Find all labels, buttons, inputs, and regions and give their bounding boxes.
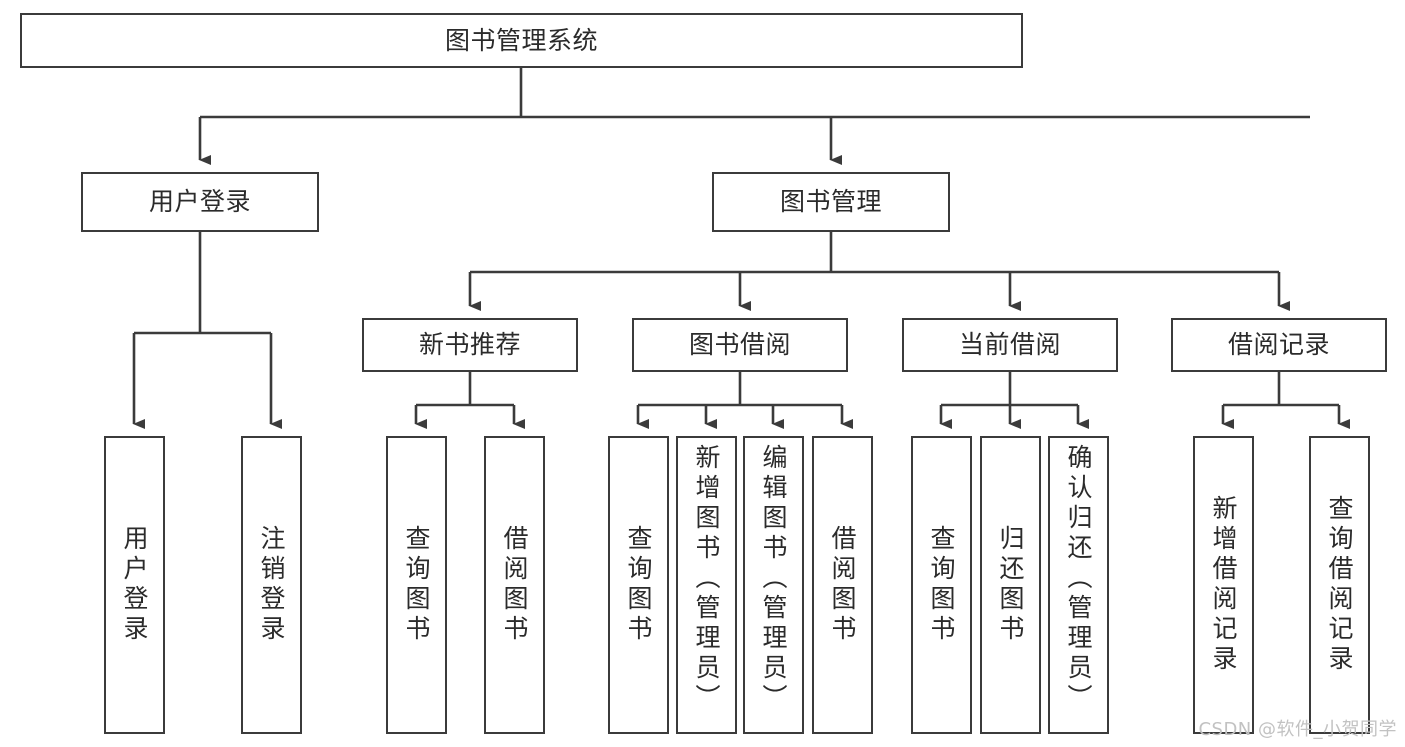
node-root[interactable]: 图书管理系统	[20, 13, 1023, 68]
node-leaf-confirm-return[interactable]: 确认归还（管理员）	[1048, 436, 1109, 734]
node-leaf-query-book-3[interactable]: 查询图书	[911, 436, 972, 734]
node-leaf-query-book-3-label: 查询图书	[927, 525, 956, 645]
node-leaf-query-book-1-label: 查询图书	[402, 525, 431, 645]
node-leaf-borrow-book-1[interactable]: 借阅图书	[484, 436, 545, 734]
node-borrow-record[interactable]: 借阅记录	[1171, 318, 1387, 372]
node-user-login[interactable]: 用户登录	[81, 172, 319, 232]
node-root-label: 图书管理系统	[444, 25, 598, 55]
node-leaf-query-record-label: 查询借阅记录	[1325, 495, 1354, 675]
node-current-borrow-label: 当前借阅	[958, 330, 1061, 359]
node-borrow-record-label: 借阅记录	[1227, 330, 1330, 359]
node-book-manage[interactable]: 图书管理	[712, 172, 950, 232]
node-leaf-logout-label: 注销登录	[257, 525, 286, 645]
node-leaf-borrow-book-1-label: 借阅图书	[500, 525, 529, 645]
node-leaf-edit-book[interactable]: 编辑图书（管理员）	[743, 436, 804, 734]
node-leaf-return-book[interactable]: 归还图书	[980, 436, 1041, 734]
node-user-login-label: 用户登录	[148, 187, 251, 216]
node-book-borrow[interactable]: 图书借阅	[632, 318, 848, 372]
node-new-book-rec[interactable]: 新书推荐	[362, 318, 578, 372]
node-leaf-query-record[interactable]: 查询借阅记录	[1309, 436, 1370, 734]
node-leaf-return-book-label: 归还图书	[996, 525, 1025, 645]
node-leaf-query-book-2-label: 查询图书	[624, 525, 653, 645]
node-leaf-add-book[interactable]: 新增图书（管理员）	[676, 436, 737, 734]
node-leaf-borrow-book-2[interactable]: 借阅图书	[812, 436, 873, 734]
node-leaf-edit-book-label: 编辑图书（管理员）	[759, 444, 788, 714]
node-leaf-borrow-book-2-label: 借阅图书	[828, 525, 857, 645]
node-leaf-logout[interactable]: 注销登录	[241, 436, 302, 734]
node-leaf-user-login-label: 用户登录	[120, 525, 149, 645]
node-leaf-add-record[interactable]: 新增借阅记录	[1193, 436, 1254, 734]
node-current-borrow[interactable]: 当前借阅	[902, 318, 1118, 372]
node-leaf-add-record-label: 新增借阅记录	[1209, 495, 1238, 675]
watermark: CSDN @软件_小贺同学	[1198, 719, 1397, 740]
node-leaf-user-login[interactable]: 用户登录	[104, 436, 165, 734]
node-new-book-rec-label: 新书推荐	[418, 330, 521, 359]
node-book-manage-label: 图书管理	[779, 187, 882, 216]
node-book-borrow-label: 图书借阅	[688, 330, 791, 359]
node-leaf-confirm-return-label: 确认归还（管理员）	[1064, 444, 1093, 714]
node-leaf-query-book-2[interactable]: 查询图书	[608, 436, 669, 734]
node-leaf-add-book-label: 新增图书（管理员）	[692, 444, 721, 714]
node-leaf-query-book-1[interactable]: 查询图书	[386, 436, 447, 734]
